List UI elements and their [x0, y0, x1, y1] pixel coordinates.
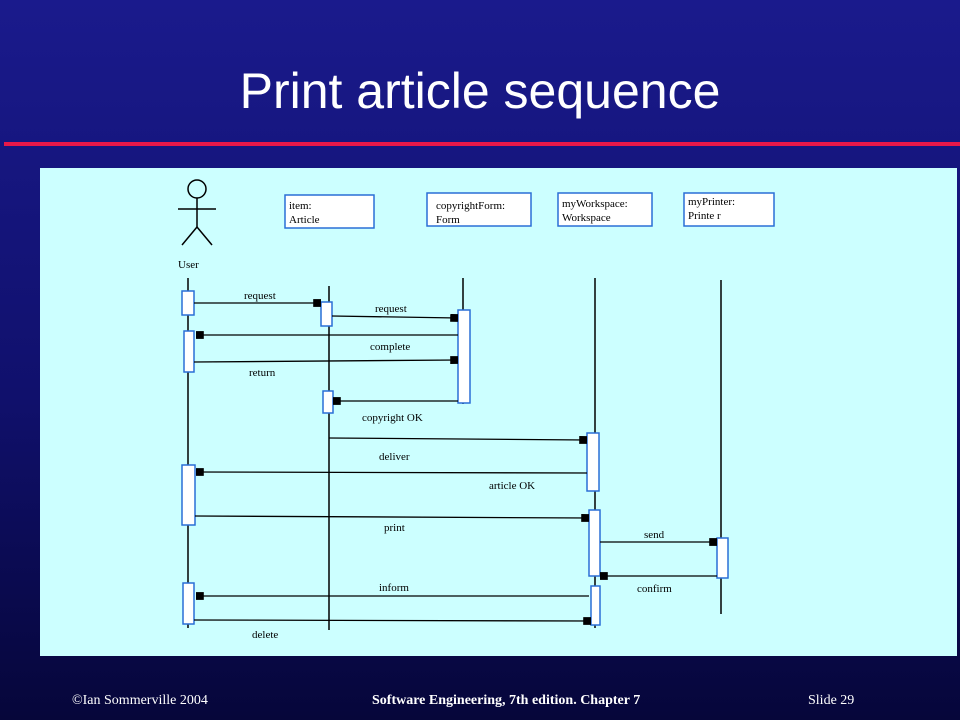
- footer-slide-number: Slide 29: [808, 693, 855, 708]
- message-label: inform: [379, 582, 409, 594]
- message-arrow: [331, 313, 459, 322]
- object-name: copyrightForm:: [436, 200, 505, 212]
- message-label: copyright OK: [362, 412, 423, 424]
- message-arrows: [193, 299, 717, 625]
- object-class: Workspace: [562, 212, 611, 224]
- activation-item: [320, 301, 333, 327]
- title-divider: [4, 142, 960, 146]
- actor-label: User: [178, 259, 199, 271]
- activation-printer: [716, 537, 729, 579]
- activation-user: [182, 582, 195, 625]
- sequence-diagram: User item: Article copyrightForm: Form m…: [40, 168, 957, 656]
- object-name: myWorkspace:: [562, 198, 628, 210]
- activation-workspace: [590, 585, 601, 626]
- sequence-diagram-canvas: User item: Article copyrightForm: Form m…: [178, 179, 775, 641]
- footer-book-title: Software Engineering, 7th edition. Chapt…: [372, 693, 641, 708]
- object-item-article: item: Article: [284, 194, 375, 229]
- activation-workspace: [586, 432, 600, 492]
- footer-copyright: ©Ian Sommerville 2004: [72, 693, 208, 708]
- message-arrow: [193, 356, 459, 364]
- activation-item: [322, 390, 334, 414]
- object-class: Article: [289, 214, 320, 226]
- activation-copyright-form: [457, 309, 471, 404]
- user-actor: User: [178, 179, 216, 271]
- activation-user: [183, 330, 195, 373]
- message-arrow: [193, 617, 592, 625]
- object-copyright-form: copyrightForm: Form: [426, 192, 532, 227]
- message-label: delete: [252, 629, 278, 641]
- actor-head: [187, 179, 207, 199]
- actor-leg-right: [196, 226, 213, 246]
- object-my-printer: myPrinter: Printe r: [683, 192, 775, 227]
- object-class: Form: [436, 214, 460, 226]
- message-label: confirm: [637, 583, 672, 595]
- activation-user: [181, 464, 196, 526]
- message-label: deliver: [379, 451, 410, 463]
- message-arrow: [194, 514, 590, 522]
- activation-user: [181, 290, 195, 316]
- object-name: item:: [289, 200, 312, 212]
- message-label: return: [249, 367, 276, 379]
- activation-workspace: [588, 509, 601, 577]
- message-label: complete: [370, 341, 410, 353]
- object-class: Printe r: [688, 210, 721, 222]
- actor-leg-left: [181, 226, 198, 246]
- message-label: article OK: [489, 480, 535, 492]
- activation-bars: [181, 290, 729, 626]
- message-label: request: [375, 303, 407, 315]
- message-label: print: [384, 522, 405, 534]
- slide-title: Print article sequence: [239, 63, 721, 119]
- object-name: myPrinter:: [688, 196, 735, 208]
- object-my-workspace: myWorkspace: Workspace: [557, 192, 653, 227]
- message-label: send: [644, 529, 665, 541]
- message-arrow: [195, 468, 588, 476]
- message-arrow: [328, 436, 588, 444]
- message-label: request: [244, 290, 276, 302]
